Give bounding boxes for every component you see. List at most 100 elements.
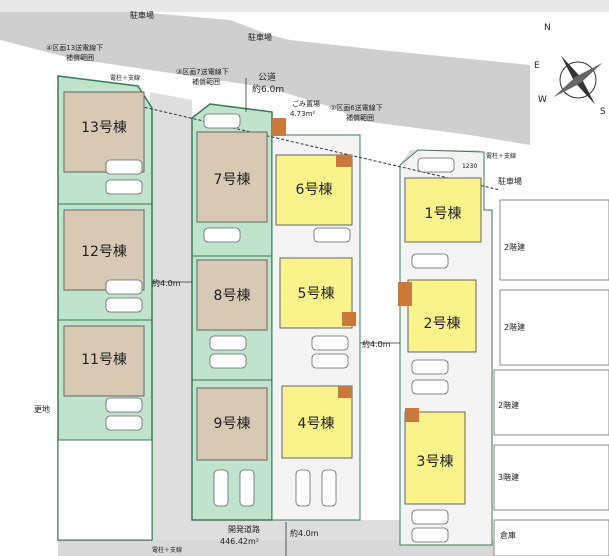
building-2 [407, 279, 477, 353]
lot-empty [57, 439, 153, 541]
car [411, 379, 449, 395]
car [209, 353, 247, 369]
parking-top-strip [0, 0, 609, 12]
building-1 [404, 177, 482, 243]
neighbor-labels: 2階建 2階建 2階建 3階建 [498, 242, 525, 482]
note-line6-b: 補償範囲 [346, 113, 374, 122]
car [105, 297, 143, 313]
annotation-labels: ④区画13送電線下 補償範囲 ③区画7送電線下 補償範囲 ごみ置場 4.73m²… [46, 43, 516, 554]
public-road-width: 約6.0m [252, 83, 284, 95]
note-garbage-b: 4.73m² [290, 110, 315, 118]
dev-road-name: 開発道路 [228, 524, 260, 534]
car [213, 469, 229, 507]
parking-top2-label: 駐車場 [248, 32, 272, 42]
label-3: 3号棟 [417, 454, 454, 470]
note-pole-13: 電柱＋支線 [110, 74, 140, 82]
building-13 [63, 91, 145, 173]
width-bottom: 約4.0m [290, 528, 319, 538]
neighbor-building [493, 444, 609, 511]
car [411, 527, 449, 543]
car [411, 359, 449, 375]
car [105, 279, 143, 295]
compass-needle-cross [553, 62, 603, 98]
neighbor-building [499, 199, 609, 281]
car [105, 415, 143, 431]
building-labels: 13号棟 12号棟 11号棟 7号棟 8号棟 9号棟 6号棟 5号棟 4号棟 1… [81, 120, 461, 470]
label-11: 11号棟 [81, 352, 127, 368]
note-pole-top: 電柱＋支線 [486, 152, 516, 160]
label-9: 9号棟 [214, 416, 251, 432]
building-12 [63, 209, 145, 291]
label-1: 1号棟 [425, 206, 462, 222]
car [105, 397, 143, 413]
road-labels: 駐車場 駐車場 公道 約6.0m 約4.0m 約4.0m 開発道路 446.42… [34, 10, 522, 546]
building-7 [196, 131, 268, 223]
porch-3 [405, 408, 419, 422]
car [239, 469, 255, 507]
porch-4 [338, 386, 352, 398]
neighbor-label-4: 3階建 [498, 472, 519, 482]
neighbor-building [493, 369, 609, 436]
car [411, 253, 449, 269]
car [209, 335, 247, 351]
parking-right-label: 駐車場 [498, 176, 522, 186]
note-garbage-a: ごみ置場 [292, 99, 320, 108]
building-3 [404, 411, 466, 505]
neighbor-building [493, 519, 609, 556]
dev-road-area: 446.42m² [220, 537, 259, 546]
note-line7-a: ③区画7送電線下 [176, 67, 229, 76]
width-west: 約4.0m [152, 278, 181, 288]
porch-2 [398, 282, 412, 306]
building-8 [196, 259, 268, 331]
label-8: 8号棟 [214, 288, 251, 304]
car [105, 179, 143, 195]
note-line13-b: 補償範囲 [66, 53, 94, 62]
building-5 [279, 257, 353, 329]
car-parking-outlines [105, 113, 455, 543]
car [311, 353, 349, 369]
compass-s: S [600, 107, 606, 117]
label-6: 6号棟 [296, 182, 333, 198]
label-13: 13号棟 [81, 120, 127, 136]
building-11 [63, 325, 145, 397]
garbage-area [272, 118, 286, 136]
bottom-road [58, 540, 498, 556]
compass-e: E [534, 61, 540, 71]
width-east: 約4.0m [362, 339, 391, 349]
compass-ring [559, 61, 597, 99]
neighbor-building [499, 289, 609, 366]
compass: N E S W [534, 23, 606, 117]
note-pole-bottom: 電柱＋支線 [152, 546, 182, 554]
building-9 [196, 387, 268, 461]
car [203, 227, 241, 243]
upper-gray-field [0, 0, 530, 145]
car [321, 469, 337, 507]
note-dim-1230: 1230 [462, 163, 477, 170]
note-line6-a: ②区画6送電線下 [330, 103, 383, 112]
parking-top-label: 駐車場 [130, 10, 154, 20]
public-road-name: 公道 [258, 71, 276, 83]
porch-6 [336, 155, 352, 167]
note-line13-a: ④区画13送電線下 [46, 43, 103, 52]
car [203, 113, 241, 129]
car [105, 159, 143, 175]
vacant-land-label: 更地 [34, 404, 50, 414]
car [313, 227, 351, 243]
label-4: 4号棟 [298, 416, 335, 432]
garage-label: 倉庫 [500, 530, 516, 540]
neighbor-label-2: 2階建 [504, 322, 525, 332]
neighbor-label-3: 2階建 [498, 400, 519, 410]
compass-n: N [544, 23, 551, 33]
compass-w: W [538, 95, 547, 105]
note-line7-b: 補償範囲 [192, 77, 220, 86]
label-12: 12号棟 [81, 244, 127, 260]
label-2: 2号棟 [424, 316, 461, 332]
car [311, 335, 349, 351]
car [411, 509, 449, 525]
label-5: 5号棟 [298, 286, 335, 302]
power-line [95, 95, 501, 191]
car [295, 469, 311, 507]
neighbor-label-1: 2階建 [504, 242, 525, 252]
vacant-land [0, 95, 58, 556]
